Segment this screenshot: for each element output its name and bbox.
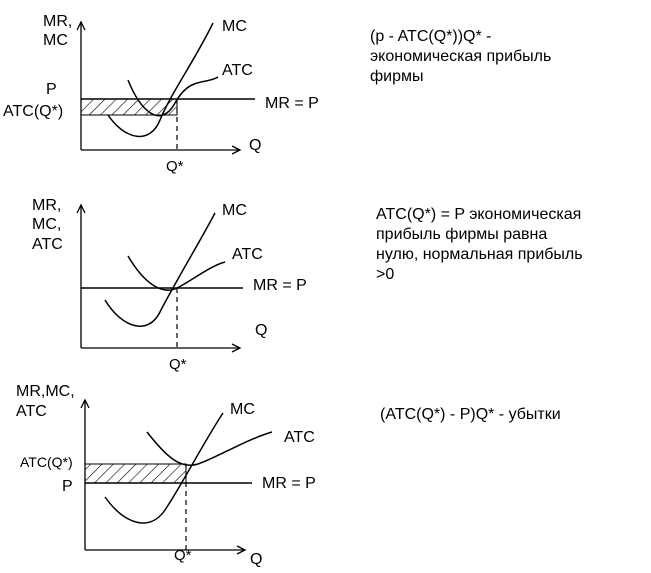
profit-area [81,99,177,115]
atc-curve-label: ATC [284,429,315,446]
mc-curve [107,22,214,137]
panel-loss: MR,MC, ATC ATC(Q*) P MC ATC MR = P Q Q* [16,383,316,568]
mc-label: MC [230,401,255,418]
mr-label: MR = P [265,95,319,112]
atc-curve [146,431,273,466]
y-axis-label-line1: MR, [43,13,72,30]
mc-label: MC [222,18,247,35]
panel-zero-profit: MR, MC, ATC MC ATC MR = P Q Q* [32,197,307,373]
mc-curve [104,212,216,327]
mr-label: MR = P [262,475,316,492]
zero-profit-description: ATC(Q*) = P экономическая прибыль фирмы … [376,206,583,283]
atc-curve [127,255,226,291]
price-label: P [46,81,57,98]
atc-q-star-label: ATC(Q*) [3,103,63,120]
mc-curve [104,412,224,524]
mr-label: MR = P [253,277,307,294]
q-star-label: Q* [169,356,187,373]
x-axis-arrow [231,343,242,353]
mc-label: MC [222,202,247,219]
atc-q-star-label: ATC(Q*) [20,454,73,470]
y-axis-label-line2: ATC [16,403,47,420]
y-axis-arrow [80,398,90,409]
y-axis-arrow [76,20,86,31]
atc-curve-label: ATC [232,246,263,263]
y-axis-label-line1: MR,MC, [16,383,75,400]
y-axis-label-line2: MC [43,32,68,49]
q-star-label: Q* [166,158,184,175]
price-label: P [62,478,73,495]
y-axis-label-line3: ATC [32,236,63,253]
q-star-label: Q* [174,547,192,564]
x-axis-label: Q [250,551,262,568]
atc-curve [127,76,219,117]
y-axis-label-line2: MC, [32,216,61,233]
atc-curve-label: ATC [222,62,253,79]
loss-area [85,464,186,483]
x-axis-arrow [231,145,242,155]
x-axis-label: Q [249,137,261,154]
x-axis-arrow [236,545,247,555]
profit-description: (p - ATC(Q*))Q* - экономическая прибыль … [370,28,552,85]
y-axis-label-line1: MR, [32,197,61,214]
y-axis-arrow [76,203,86,214]
panel-profit: MR, MC P ATC(Q*) MC ATC MR = P Q Q* [3,13,319,175]
x-axis-label: Q [255,322,267,339]
loss-description: (ATC(Q*) - P)Q* - убытки [380,406,561,423]
